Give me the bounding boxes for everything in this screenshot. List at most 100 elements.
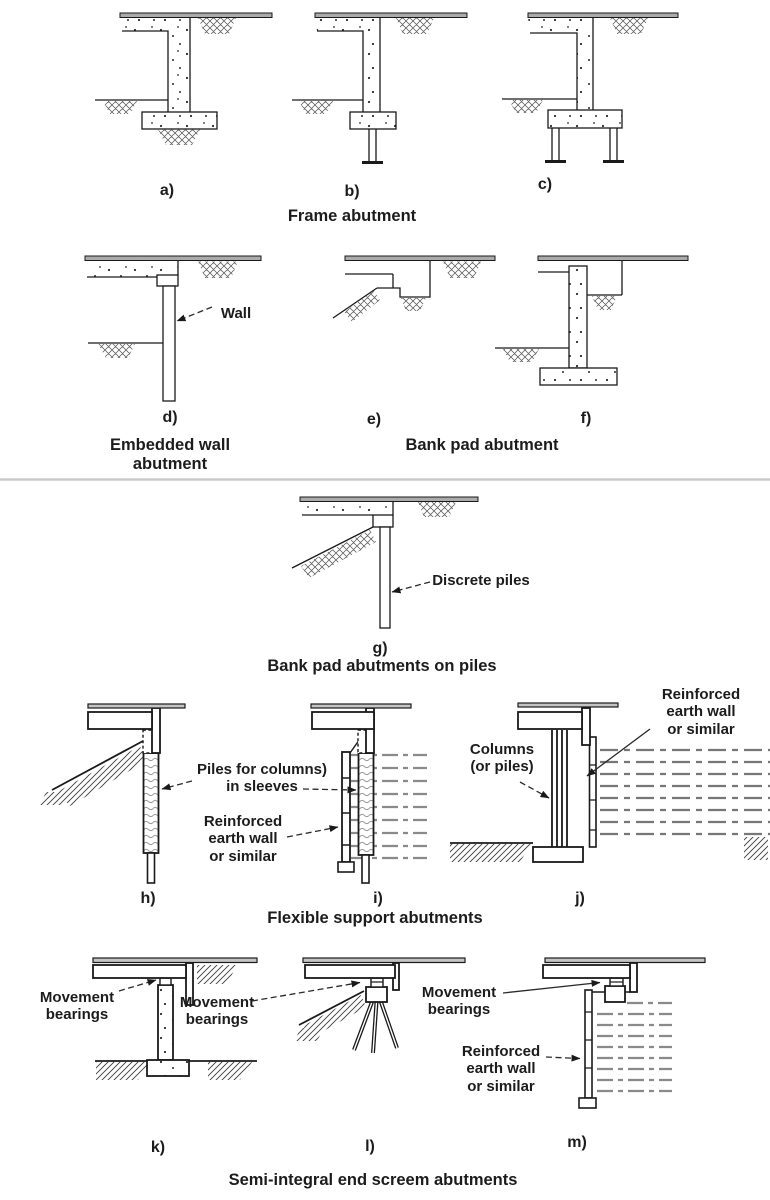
deck [344,255,496,261]
movement-k1-leader [118,979,157,992]
deck-girder [311,711,375,730]
end-screen [629,962,638,993]
reinforced-earth-wall [584,989,593,1099]
deck [84,255,262,261]
bank-pad [345,260,431,298]
letter-g: g) [372,640,388,657]
pile [379,526,391,629]
wall-foot [578,1097,597,1109]
wall [120,17,190,112]
letter-m: m) [567,1134,587,1151]
slope [332,287,378,319]
pile [551,128,618,161]
soil-hatch [592,296,617,310]
soil-hatch [396,18,434,34]
deck [92,957,258,964]
letter-j: j) [575,890,585,907]
letter-h: h) [140,890,156,907]
slope-hatch [303,995,366,1038]
caption-frame-abutment: Frame abutment [287,207,417,225]
raking-piles [352,1001,399,1054]
leader-lines [118,306,651,1062]
pile-sleeve [142,752,160,854]
letter-f: f) [580,410,592,427]
diagram-g [291,496,479,629]
soil-hatch [301,530,376,578]
soil-hatch [610,18,648,34]
soil-hatch [344,291,380,322]
pedestal [604,985,626,1003]
columns-leader [519,781,550,799]
soil-hatch [299,101,333,114]
soil-hatch [443,261,481,278]
caption-bank-pad: Bank pad abutment [405,436,559,454]
deck-girder [92,964,187,979]
deck [314,12,468,18]
wall [528,17,593,110]
reinforced-earth-layers [597,1001,672,1093]
letter-e: e) [366,411,382,428]
end-screen [581,707,591,746]
footing [539,367,618,386]
pile [146,852,156,884]
diagram-c [502,12,679,163]
footing [547,109,623,129]
diagram-b [292,12,468,164]
reinforced-earth-layers [351,753,427,860]
deck [119,12,273,18]
slope [51,740,144,791]
footing [141,111,218,130]
annotation-discrete-piles: Discrete piles [432,572,530,589]
soil-hatch [401,298,426,311]
wall [157,984,174,1061]
soil-hatch [198,261,238,278]
footing [349,111,397,130]
caption-flexible-support: Flexible support abutments [267,909,483,927]
wall-foot [337,861,355,873]
slope-hatch [57,746,146,806]
reinforced-j-leader [586,728,651,777]
diagram-j [450,702,770,863]
letter-a: a) [159,182,175,199]
deck [310,703,412,709]
deck-girder [542,964,631,979]
soil-hatch [509,100,543,113]
discrete-piles-leader [391,581,431,594]
reinforced-earth-wall [588,736,597,848]
soil-hatch [158,129,200,145]
letter-k: k) [150,1139,166,1156]
soil-hatch [103,101,137,114]
reinforced-hi-leader [286,825,339,838]
reinforced-earth-layers [600,748,770,836]
letter-d: d) [162,409,178,426]
diagram-a [95,12,273,145]
pile-sleeve [357,752,375,856]
caption-bank-pad-piles: Bank pad abutments on piles [267,657,497,675]
diagram-l [295,957,466,1054]
deck [517,702,619,708]
deck [87,703,186,709]
pile [368,129,377,162]
annotation-columns-or-piles: Columns (or piles) [469,741,535,776]
end-screen [151,707,161,754]
pier-cap [365,986,388,1003]
annotation-piles-in-sleeves: Piles for columns) in sleeves [196,761,328,796]
pile [361,854,370,884]
wall [568,265,588,369]
footing [532,846,584,863]
caption-embedded-wall: Embedded wall abutment [109,436,231,474]
columns [551,730,568,848]
soil-hatch [744,837,768,860]
diagram-k [92,957,258,1080]
movement-k2-leader [251,980,361,1002]
deck [544,957,706,964]
annotation-wall: Wall [220,305,252,322]
slope [291,526,374,569]
piles-sleeves-leader-h [161,780,193,791]
soil-hatch [208,1062,252,1080]
deck-girder [304,964,396,979]
wall [315,17,380,112]
deck [299,496,479,502]
